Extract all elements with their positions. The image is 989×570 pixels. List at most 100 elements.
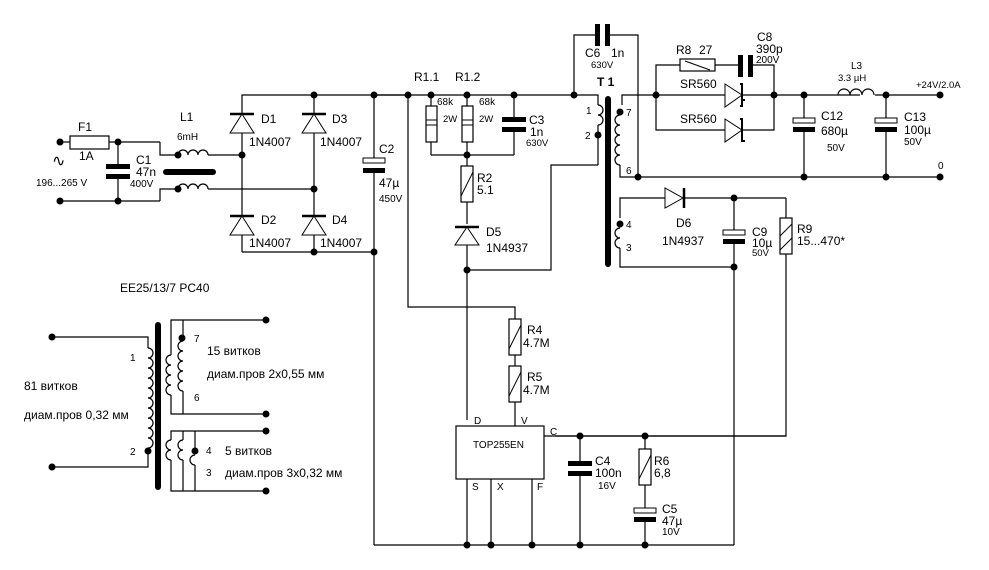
input-section: ∿ 196...265 V F1 1A C1 47n 400V (36, 110, 314, 205)
c6-ref: C6 (585, 46, 601, 60)
c8-ref: C8 (757, 30, 773, 44)
d1-ref: D1 (261, 112, 277, 126)
r4-value: 4.7M (523, 336, 550, 350)
transformer-t1 (574, 94, 940, 268)
output-terminal-positive (936, 91, 944, 99)
winding-pin-2: 2 (130, 447, 136, 458)
sr560-1-part: SR560 (680, 77, 717, 91)
r5-ref: R5 (527, 370, 543, 384)
t1-pin-2: 2 (585, 131, 591, 142)
t1-pin-7: 7 (626, 108, 632, 119)
controller (374, 95, 786, 549)
capacitor-c6 (573, 24, 639, 177)
core-label: EE25/13/7 PC40 (120, 281, 210, 295)
choke-l1 (159, 142, 314, 201)
c8-value: 390p (756, 42, 783, 56)
r1-2-value: 68k (479, 97, 496, 108)
output-terminal-ground (936, 173, 944, 181)
l3-ref: L3 (851, 61, 863, 72)
c4-ref: C4 (595, 454, 611, 468)
d2-ref: D2 (261, 213, 277, 227)
c2-value: 47µ (379, 176, 399, 190)
primary-turns: 81 витков (24, 379, 78, 393)
c4-rating: 16V (598, 481, 616, 492)
r9-ref: R9 (797, 222, 813, 236)
c2-ref: C2 (379, 142, 395, 156)
r9-value: 15...470* (797, 234, 845, 248)
winding-diagram (48, 316, 270, 495)
c9-value: 10µ (752, 236, 772, 250)
ic-pin-v: V (521, 416, 528, 427)
c2-rating: 450V (379, 194, 403, 205)
d1-part: 1N4007 (249, 135, 291, 149)
c5-rating: 10V (662, 527, 680, 538)
output-positive-label: +24V/2.0A (916, 80, 961, 91)
t1-pin-1: 1 (586, 106, 592, 117)
winding-pin-7: 7 (194, 334, 200, 345)
ic-pin-x: X (497, 482, 504, 493)
c1-plate (106, 164, 130, 169)
r1-2-ref: R1.2 (455, 70, 481, 84)
f1-value: 1A (79, 149, 94, 163)
secondary-turns: 15 витков (207, 344, 261, 358)
d6-ref: D6 (676, 216, 692, 230)
primary-wire: диам.пров 0,32 мм (24, 408, 129, 422)
primary-clamp (374, 91, 598, 420)
c12-rating: 50V (827, 143, 845, 154)
c9-ref: C9 (752, 225, 768, 239)
winding-pin-1: 1 (130, 353, 136, 364)
sr560-2-part: SR560 (680, 112, 717, 126)
c6-rating: 630V (591, 60, 614, 71)
d4-part: 1N4007 (320, 236, 362, 250)
output-filter (792, 88, 944, 181)
c13-rating: 50V (904, 137, 922, 148)
r6-ref: R6 (654, 454, 670, 468)
ic-pin-c: C (550, 427, 557, 438)
c3-rating: 630V (526, 138, 549, 149)
ac-symbol: ∿ (52, 153, 65, 170)
l3-value: 3.3 µH (838, 73, 866, 84)
t1-pin-3: 3 (626, 243, 632, 254)
c4-value: 100n (595, 466, 622, 480)
c13-ref: C13 (904, 110, 926, 124)
c3-value: 1n (530, 125, 543, 139)
r2-ref: R2 (477, 171, 493, 185)
r8-ref: R8 (676, 43, 692, 57)
r1-2-power: 2W (479, 114, 493, 125)
r5-value: 4.7M (523, 383, 550, 397)
d5-ref: D5 (486, 225, 502, 239)
r1-1-value: 68k (437, 97, 454, 108)
c5-value: 47µ (662, 514, 682, 528)
c6-value: 1n (611, 46, 624, 60)
auxiliary-turns: 5 витков (225, 444, 272, 458)
d3-part: 1N4007 (320, 135, 362, 149)
r6-value: 6,8 (654, 466, 671, 480)
r2-value: 5.1 (477, 183, 494, 197)
diode-d4 (301, 214, 327, 236)
ic-pin-f: F (537, 482, 543, 493)
winding-pin-3: 3 (206, 468, 212, 479)
r4-ref: R4 (527, 323, 543, 337)
winding-pin-4: 4 (206, 446, 212, 457)
ic-part: TOP255EN (473, 440, 524, 451)
fuse-f1 (69, 135, 110, 150)
d2-part: 1N4007 (249, 236, 291, 250)
c12-ref: C12 (821, 109, 843, 123)
d4-ref: D4 (332, 213, 348, 227)
l1-ref: L1 (180, 110, 194, 124)
c3-ref: C3 (529, 113, 545, 127)
bridge-rectifier: D1 1N4007 D2 1N4007 D3 1N4007 D4 1N4007 (229, 91, 411, 256)
c1-value: 47n (136, 165, 156, 179)
ic-top255en-body (455, 425, 545, 480)
d6-part: 1N4937 (662, 234, 704, 248)
t1-ref: T 1 (597, 75, 615, 89)
ic-pin-s: S (472, 482, 479, 493)
d3-ref: D3 (332, 112, 348, 126)
t1-pin-4: 4 (626, 220, 632, 231)
bias-supply (555, 187, 793, 545)
c1-ref: C1 (136, 153, 152, 167)
winding-pin-6: 6 (194, 393, 200, 404)
c9-rating: 50V (752, 248, 770, 259)
output-rectifier (652, 55, 860, 143)
c8-rating: 200V (756, 55, 780, 66)
